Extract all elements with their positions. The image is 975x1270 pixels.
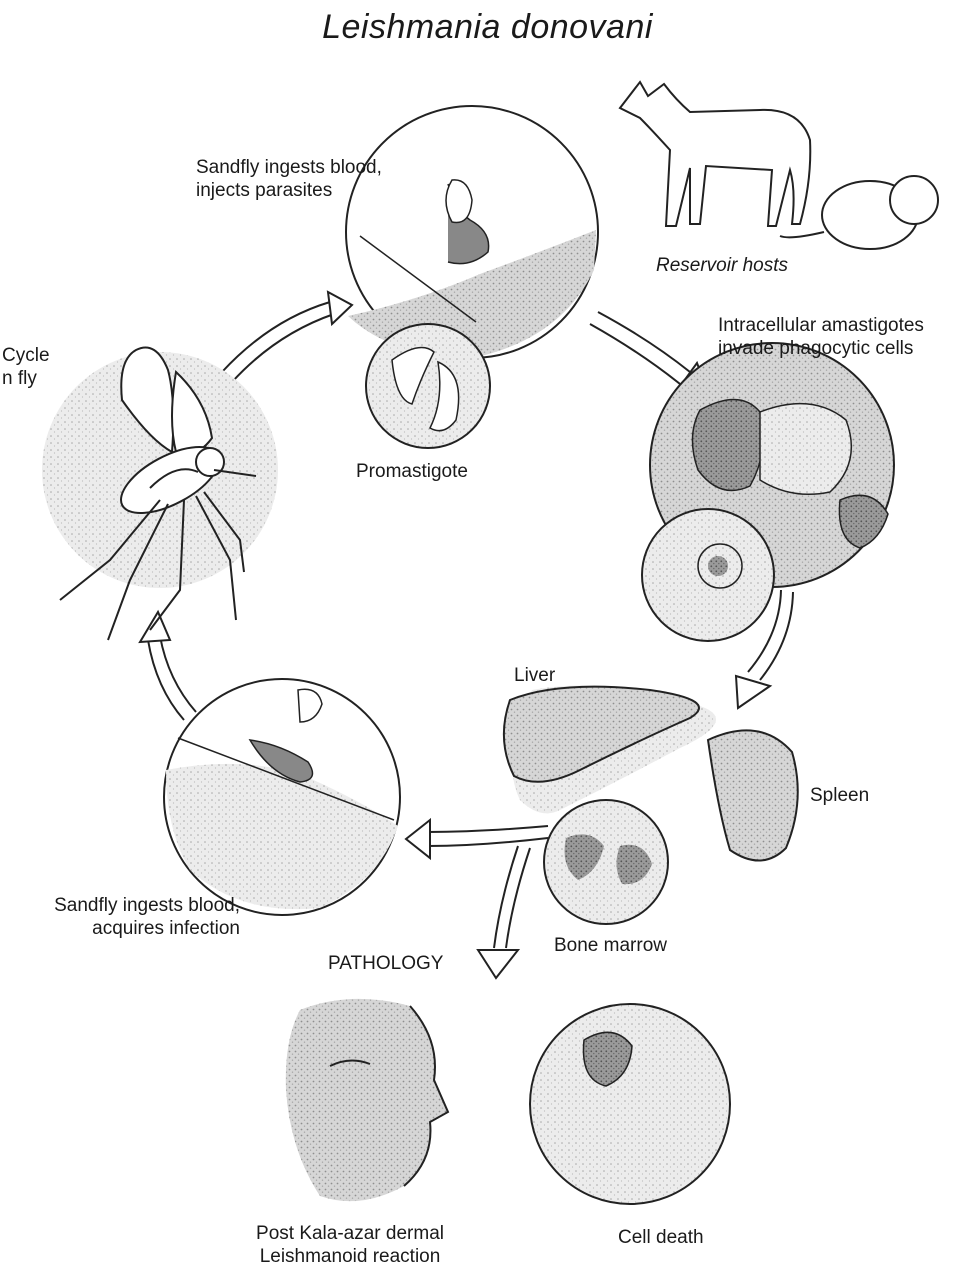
bite-circle-bottom [164, 679, 400, 915]
arrow-pathology [494, 846, 530, 948]
label-cycle-in-fly: Cycle n fly [2, 344, 50, 390]
arrow-organs-to-sandfly [428, 826, 548, 846]
bite-circle-top [346, 106, 598, 358]
arrow-bite-to-cells [590, 312, 690, 384]
fly-cycle-illustration [42, 348, 278, 641]
promastigote-circle [366, 324, 490, 448]
label-pkdl: Post Kala-azar dermal Leishmanoid reacti… [228, 1222, 472, 1268]
label-amastigotes: Intracellular amastigotes invade phagocy… [718, 314, 924, 360]
label-sandfly-acquires: Sandfly ingests blood, acquires infectio… [4, 894, 240, 940]
diagram-title: Leishmania donovani [0, 8, 975, 47]
label-reservoir-hosts: Reservoir hosts [656, 254, 788, 277]
arrow-sandfly-to-fly-head [140, 612, 170, 642]
arrow-organs-to-sandfly-head [406, 820, 430, 858]
label-cell-death: Cell death [618, 1226, 704, 1249]
arrow-fly-to-bite-head [328, 292, 352, 324]
label-bone-marrow: Bone marrow [554, 934, 667, 957]
arrow-cells-to-organs-head [736, 676, 770, 708]
pkdl-face-illustration [286, 999, 448, 1201]
amastigote-circles [642, 343, 894, 641]
label-pathology: PATHOLOGY [328, 952, 443, 975]
label-promastigote: Promastigote [356, 460, 468, 483]
label-spleen: Spleen [810, 784, 869, 807]
arrow-fly-to-bite [222, 302, 334, 382]
label-liver: Liver [514, 664, 555, 687]
arrow-sandfly-to-fly [148, 636, 196, 720]
label-sandfly-injects: Sandfly ingests blood, injects parasites [196, 156, 382, 202]
organs-illustration [504, 686, 798, 924]
arrow-pathology-head [478, 950, 518, 978]
cell-death-circle [530, 1004, 730, 1204]
reservoir-hosts-illustration [620, 82, 938, 249]
